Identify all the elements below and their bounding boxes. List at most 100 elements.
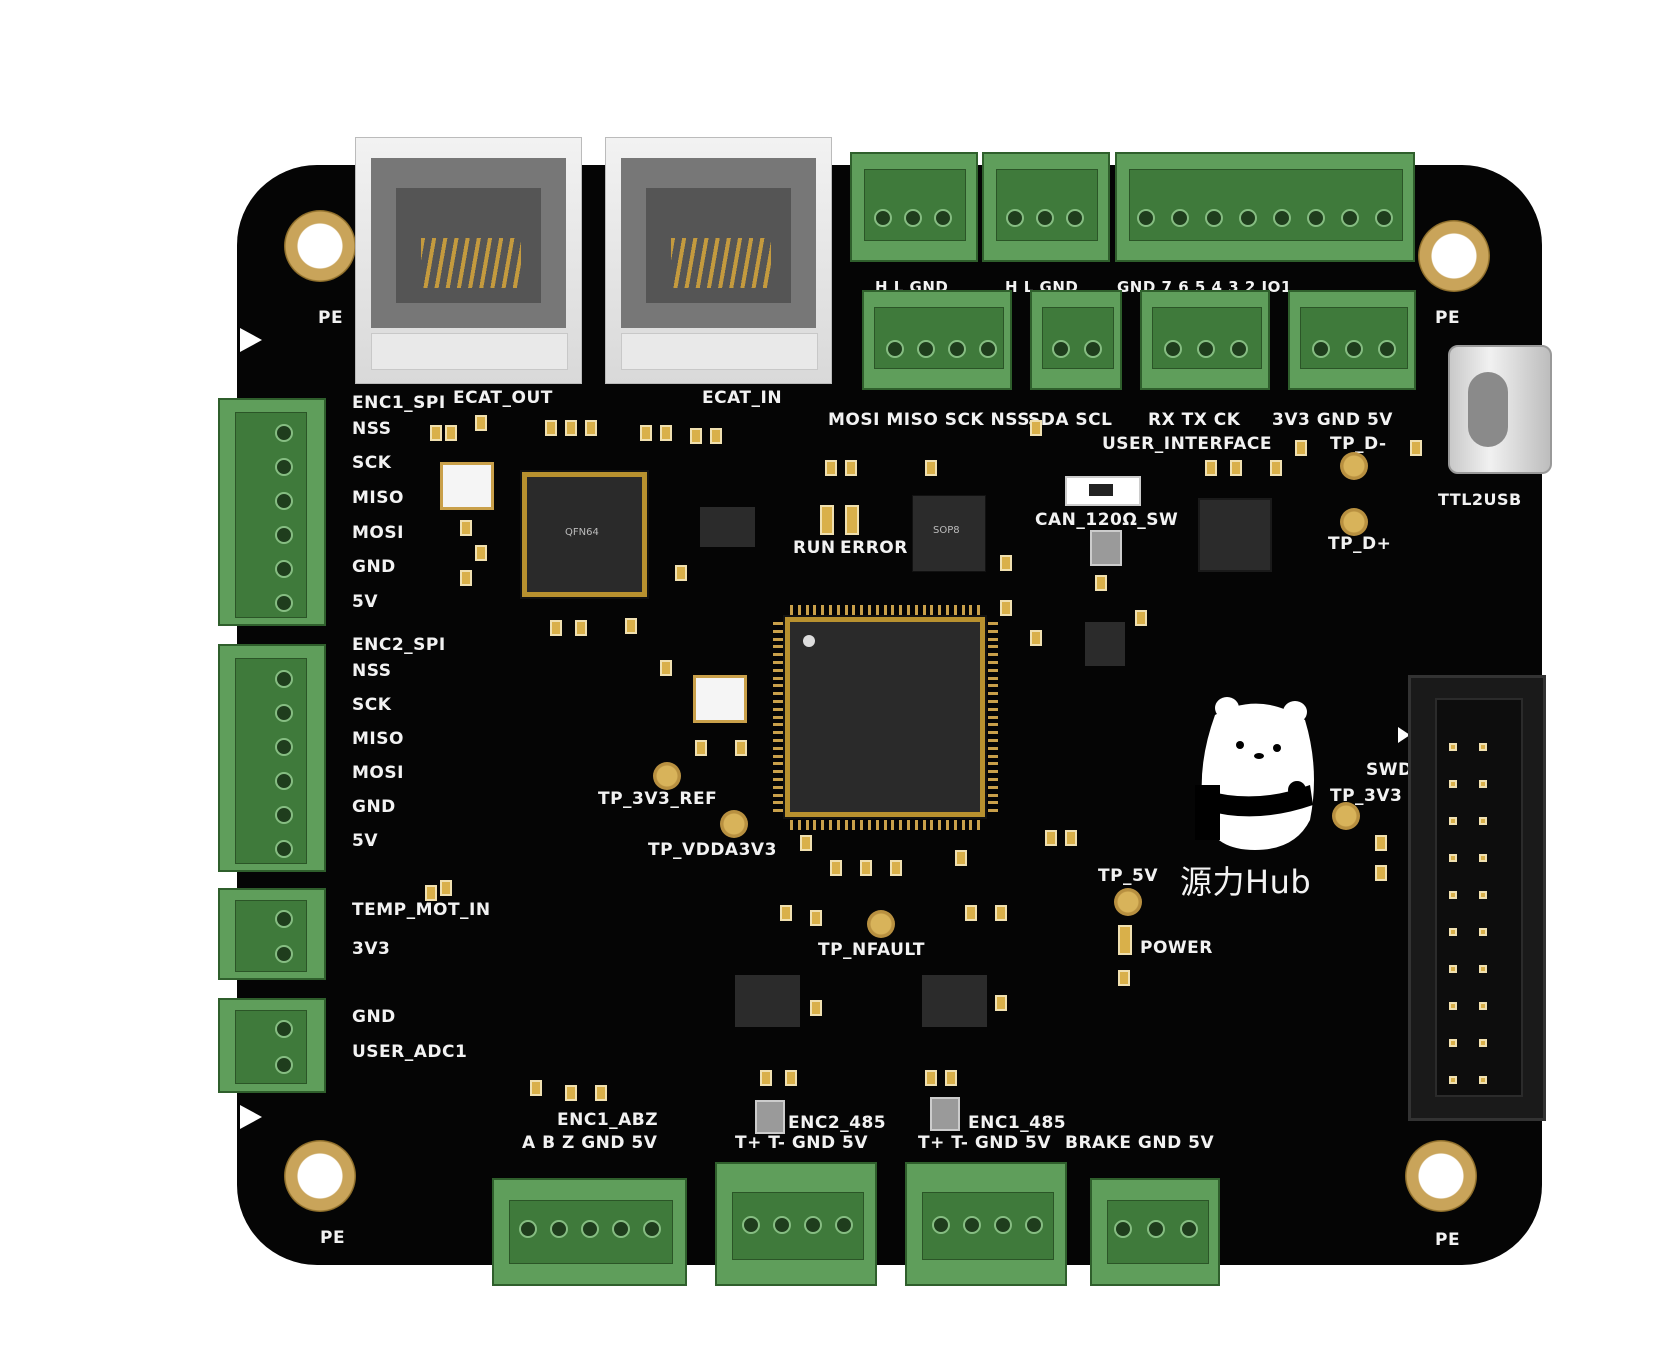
swd-pin <box>1449 780 1457 788</box>
terminal-uart[interactable] <box>1140 290 1270 390</box>
mcu-pin <box>969 820 973 830</box>
testpoint-nfault[interactable] <box>867 910 895 938</box>
passive <box>810 1000 822 1016</box>
ic-sop8 <box>912 495 986 572</box>
mcu-pin <box>988 746 998 750</box>
swd-header[interactable] <box>1408 675 1546 1121</box>
passive <box>575 620 587 636</box>
mcu-pin <box>988 700 998 703</box>
passive <box>1230 460 1242 476</box>
terminal-enc1-485[interactable] <box>905 1162 1067 1286</box>
enc1-pin-6: 5V <box>352 592 378 612</box>
mcu-pin <box>852 605 856 615</box>
swd-pin <box>1479 1002 1487 1010</box>
temp-mot-in-label: TEMP_MOT_IN <box>352 900 491 920</box>
passive <box>660 660 672 676</box>
swd-pin <box>1479 928 1487 936</box>
swd-pin <box>1449 817 1457 825</box>
mcu-pin <box>813 605 817 615</box>
terminal-enc2-spi[interactable] <box>218 644 326 872</box>
passive <box>565 420 577 436</box>
passive <box>810 910 822 926</box>
enc1-spi-label: ENC1_SPI <box>352 393 446 413</box>
mcu-pin <box>953 820 957 830</box>
ic-enc1-driver <box>922 975 987 1027</box>
mounting-hole-top-right <box>1418 220 1490 292</box>
passive <box>460 520 472 536</box>
passive <box>425 885 437 901</box>
testpoint-3v3[interactable] <box>1332 802 1360 830</box>
mcu-pin <box>946 820 949 830</box>
ic-qfn64 <box>520 470 649 599</box>
pe-label-bottom-left: PE <box>320 1228 346 1248</box>
rj45-ecat-in[interactable] <box>605 137 832 384</box>
enc2-pin-1: NSS <box>352 661 392 681</box>
terminal-enc2-485[interactable] <box>715 1162 877 1286</box>
passive <box>1270 460 1282 476</box>
ic-center-small <box>700 507 755 547</box>
tp-d-minus-label: TP_D- <box>1330 434 1387 454</box>
enc1-485-label: ENC1_485 <box>968 1113 1067 1133</box>
error-label: ERROR <box>840 538 908 558</box>
terminal-can2[interactable] <box>982 152 1110 262</box>
mcu-pin <box>773 770 783 774</box>
enc1-pin-2: SCK <box>352 453 392 473</box>
passive <box>710 428 722 444</box>
mcu-pin <box>922 605 926 615</box>
terminal-user-adc[interactable] <box>218 998 326 1093</box>
mcu-pin <box>773 653 783 657</box>
mcu-pin <box>988 629 998 633</box>
passive <box>595 1085 607 1101</box>
crystal-2 <box>693 675 747 723</box>
swd-label: SWD <box>1366 760 1413 780</box>
terminal-can1[interactable] <box>850 152 978 262</box>
mcu-pin <box>773 629 783 633</box>
mcu-pin <box>969 605 973 615</box>
swd-pin <box>1479 854 1487 862</box>
testpoint-vdda3v3[interactable] <box>720 810 748 838</box>
mcu-pin <box>860 605 864 615</box>
abz-pins-label: A B Z GND 5V <box>522 1133 658 1153</box>
pe-label-top-left: PE <box>318 308 344 328</box>
mcu-pin <box>773 637 783 641</box>
mcu-pin <box>805 820 809 830</box>
passive <box>825 460 837 476</box>
tp-3v3-ref-label: TP_3V3_REF <box>598 789 718 809</box>
pe-label-bottom-right: PE <box>1435 1230 1461 1250</box>
passive <box>445 425 457 441</box>
passive <box>475 545 487 561</box>
small-inductor-center <box>1090 530 1122 566</box>
mcu-pin <box>797 820 801 830</box>
enc1-abz-label: ENC1_ABZ <box>557 1110 659 1130</box>
rj45-ecat-out[interactable] <box>355 137 582 384</box>
mcu-pin <box>836 605 840 615</box>
mcu-pin <box>868 605 871 615</box>
can-120-switch[interactable] <box>1065 476 1141 506</box>
testpoint-5v[interactable] <box>1114 888 1142 916</box>
terminal-enc1-abz[interactable] <box>492 1178 687 1286</box>
passive <box>945 1070 957 1086</box>
passive <box>690 428 702 444</box>
mcu-pin <box>899 820 903 830</box>
power-label: POWER <box>1140 938 1213 958</box>
mcu-pin <box>922 820 926 830</box>
enc1-pin-5: GND <box>352 557 396 577</box>
terminal-brake[interactable] <box>1090 1178 1220 1286</box>
mcu-pin <box>907 605 910 615</box>
terminal-spi[interactable] <box>862 290 1012 390</box>
passive <box>830 860 842 876</box>
usb-c-connector[interactable] <box>1448 345 1552 474</box>
mcu-pin <box>875 820 879 830</box>
passive <box>1375 865 1387 881</box>
terminal-enc1-spi[interactable] <box>218 398 326 626</box>
mcu-pin <box>875 605 879 615</box>
testpoint-3v3-ref[interactable] <box>653 762 681 790</box>
pin1-arrow-left-top <box>240 328 262 352</box>
terminal-temp-mot[interactable] <box>218 888 326 980</box>
terminal-i2c[interactable] <box>1030 290 1122 390</box>
terminal-power[interactable] <box>1288 290 1416 390</box>
passive <box>565 1085 577 1101</box>
testpoint-d-minus[interactable] <box>1340 452 1368 480</box>
terminal-io[interactable] <box>1115 152 1415 262</box>
testpoint-d-plus[interactable] <box>1340 508 1368 536</box>
